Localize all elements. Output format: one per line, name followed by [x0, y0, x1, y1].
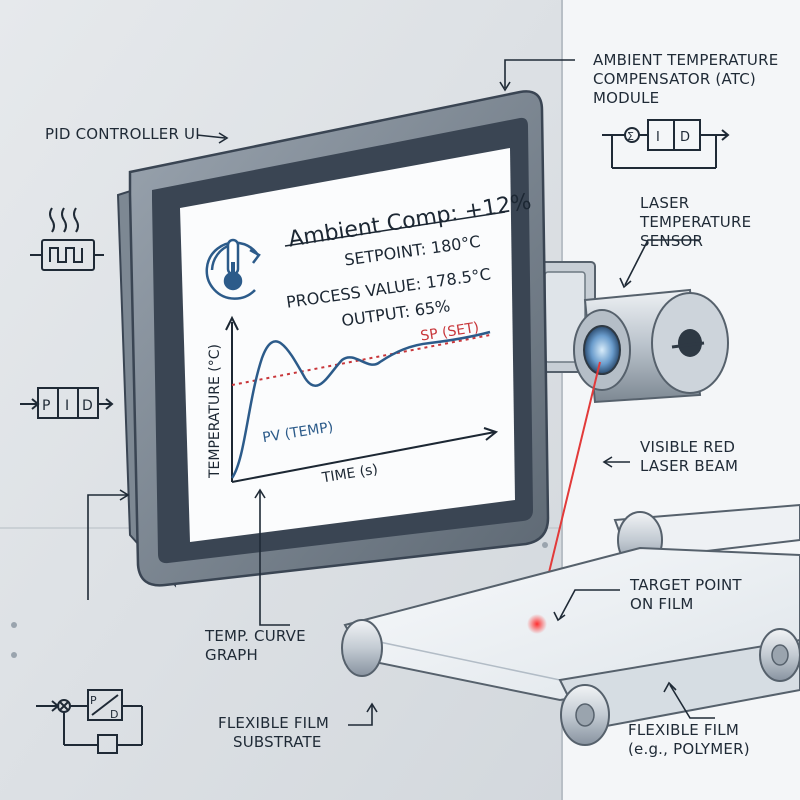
- callout-substrate-line1: FLEXIBLE FILM: [218, 714, 329, 732]
- setpoint-line: [231, 334, 491, 386]
- atc-module-icon: Σ I D: [602, 119, 730, 169]
- pid-controller-monitor: [116, 90, 550, 588]
- callout-leaders: [87, 59, 715, 726]
- graph-x-axis: [231, 431, 496, 483]
- pv-curve: [230, 330, 491, 479]
- callout-target-line1: TARGET POINT: [629, 576, 742, 594]
- callout-laser-sensor-line3: SENSOR: [640, 232, 703, 250]
- laser-temperature-sensor: [573, 288, 729, 404]
- svg-text:P: P: [42, 398, 50, 414]
- callout-film-line1: FLEXIBLE FILM: [628, 721, 739, 739]
- callout-laser-sensor-line1: LASER: [640, 194, 689, 212]
- callout-pid-controller-ui: PID CONTROLLER UI: [45, 125, 200, 143]
- thermometer-refresh-icon: [205, 238, 261, 300]
- callout-curve-line2: GRAPH: [205, 646, 258, 664]
- svg-text:I: I: [65, 398, 69, 414]
- callout-film-line2: (e.g., POLYMER): [628, 740, 750, 758]
- pid-block-icon: P I D: [20, 387, 114, 419]
- callout-atc-line3: MODULE: [593, 89, 659, 107]
- svg-text:Σ: Σ: [627, 130, 634, 143]
- svg-text:I: I: [656, 130, 660, 145]
- svg-text:P: P: [90, 694, 97, 707]
- callout-curve-line1: TEMP. CURVE: [204, 627, 306, 645]
- graph-y-label: TEMPERATURE (°C): [207, 344, 223, 479]
- headline-divider: [284, 211, 506, 247]
- callout-atc-line1: AMBIENT TEMPERATURE: [593, 51, 778, 69]
- heater-coil-icon: [30, 207, 104, 271]
- callout-laser-beam-line2: LASER BEAM: [640, 457, 738, 475]
- feedback-loop-icon: P D: [36, 689, 143, 754]
- callout-substrate-line2: SUBSTRATE: [233, 733, 322, 751]
- callout-atc-line2: COMPENSATOR (ATC): [593, 70, 756, 88]
- svg-text:D: D: [680, 130, 690, 145]
- svg-text:D: D: [82, 398, 93, 414]
- callout-target-line2: ON FILM: [630, 595, 694, 613]
- callout-laser-sensor-line2: TEMPERATURE: [639, 213, 751, 231]
- temperature-curve-graph: [225, 315, 499, 483]
- svg-text:D: D: [110, 708, 118, 721]
- callout-laser-beam-line1: VISIBLE RED: [640, 438, 735, 456]
- film-conveyor: [341, 503, 800, 746]
- target-spot: [527, 614, 547, 634]
